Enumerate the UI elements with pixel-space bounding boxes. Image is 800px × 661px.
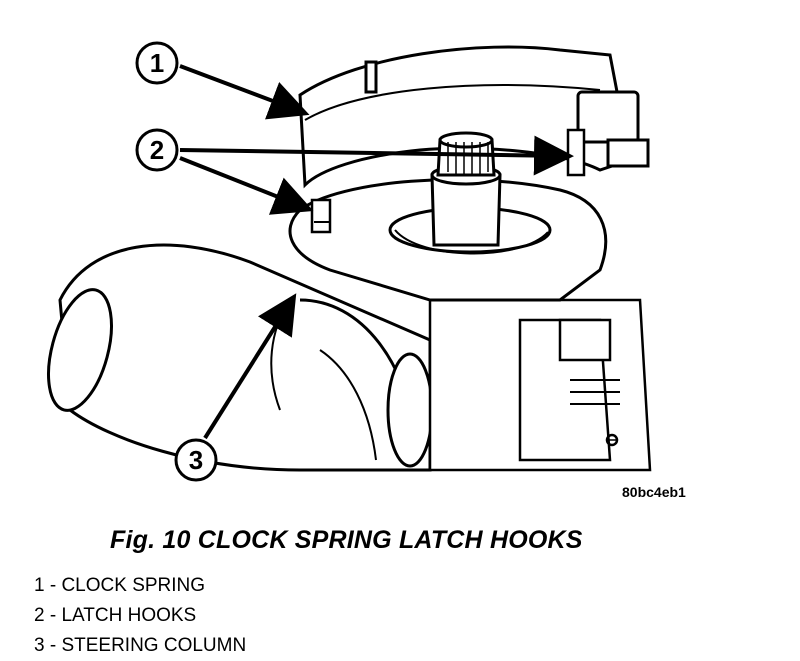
steering-column <box>47 243 434 472</box>
latch-hook-left <box>310 198 332 234</box>
callout-3: 3 <box>174 293 297 482</box>
legend-item: 2 - LATCH HOOKS <box>34 605 197 626</box>
legend-item: 3 - STEERING COLUMN <box>34 635 247 656</box>
column-housing <box>428 298 652 472</box>
callout-1-number: 1 <box>150 48 164 78</box>
legend: 1 - CLOCK SPRING 2 - LATCH HOOKS 3 - STE… <box>34 571 246 661</box>
figure-caption: Fig. 10 CLOCK SPRING LATCH HOOKS <box>110 526 583 554</box>
figure-code: 80bc4eb1 <box>622 484 686 500</box>
legend-item: 1 - CLOCK SPRING <box>34 575 206 596</box>
clock-spring-illustration: 1 2 3 <box>47 41 652 482</box>
callout-1: 1 <box>135 41 310 120</box>
latch-hook-right <box>566 128 586 177</box>
callout-3-number: 3 <box>189 445 203 475</box>
callout-2-number: 2 <box>150 135 164 165</box>
callout-2: 2 <box>135 128 574 215</box>
steering-shaft <box>430 131 502 247</box>
